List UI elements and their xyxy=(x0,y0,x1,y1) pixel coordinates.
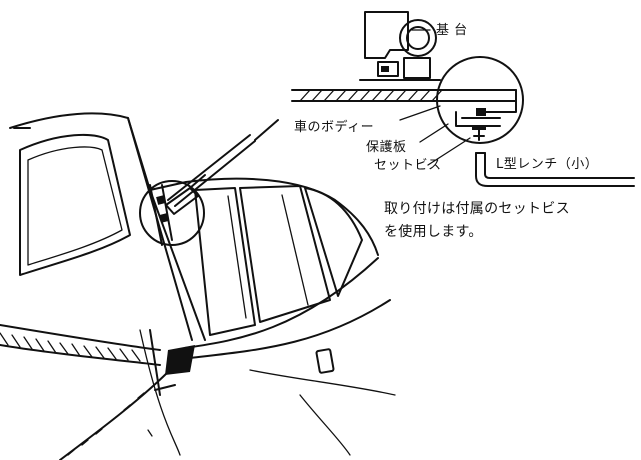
note-line-1: 取り付けは付属のセットビス xyxy=(384,201,570,217)
car-pillar xyxy=(127,117,193,341)
mount-detail xyxy=(291,11,524,166)
label-set-screw: セットビス xyxy=(374,158,442,173)
detail-circle-large xyxy=(436,56,524,144)
label-car-body: 車のボディー xyxy=(294,120,375,135)
antenna-rod xyxy=(167,119,279,207)
car-side-window xyxy=(194,187,256,336)
label-l-wrench: L型レンチ（小） xyxy=(496,157,599,172)
door-handle xyxy=(315,348,335,374)
l-wrench-icon xyxy=(475,152,635,187)
car-body-line xyxy=(184,257,379,349)
car-rear-window xyxy=(19,133,131,276)
car-roof-line xyxy=(9,112,379,256)
car-illustration xyxy=(0,112,396,460)
base-pivot xyxy=(399,19,437,57)
base-block xyxy=(364,11,409,59)
note-line-2: を使用します。 xyxy=(384,224,483,240)
label-protection-plate: 保護板 xyxy=(366,140,407,155)
detail-circle-small xyxy=(139,174,206,246)
label-base: 基 台 xyxy=(436,23,468,38)
